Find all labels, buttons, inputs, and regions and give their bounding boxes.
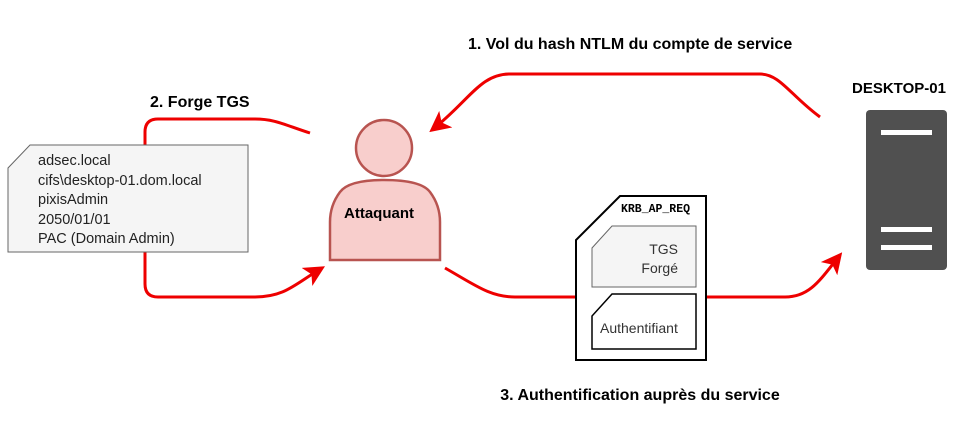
ticket-pac: PAC (Domain Admin) [38,231,175,247]
authenticator-label: Authentifiant [600,320,678,336]
ticket-user: pixisAdmin [38,192,109,208]
arrow-forge-top [143,117,311,148]
step-3-label: 3. Authentification auprès du service [500,387,780,404]
attacker-user-icon [328,118,442,262]
server-tower-icon [866,110,947,270]
ticket-domain: adsec.local [38,153,111,169]
arrow-forge-bottom [143,252,326,299]
arrow-authenticate-right [706,252,843,299]
arrow-authenticate-left [444,266,578,299]
tgs-label-line-1: TGS [649,241,678,257]
ticket-fields: adsec.local cifs\desktop-01.dom.local pi… [38,152,202,250]
attacker-label: Attaquant [344,205,414,222]
tgs-forged-box [591,225,697,288]
host-name-label: DESKTOP-01 [852,80,946,97]
ticket-spn: cifs\desktop-01.dom.local [38,172,202,189]
ticket-card [7,144,249,253]
authenticator-box [591,293,697,350]
krb-ap-req-title: KRB_AP_REQ [621,203,691,216]
ticket-expiry: 2050/01/01 [38,211,111,228]
step-2-label: 2. Forge TGS [150,94,250,111]
tgs-forged-label: TGS Forgé [604,240,678,278]
step-1-label: 1. Vol du hash NTLM du compte de service [468,36,793,53]
tgs-label-line-2: Forgé [641,260,678,276]
arrow-steal-hash [429,72,821,133]
